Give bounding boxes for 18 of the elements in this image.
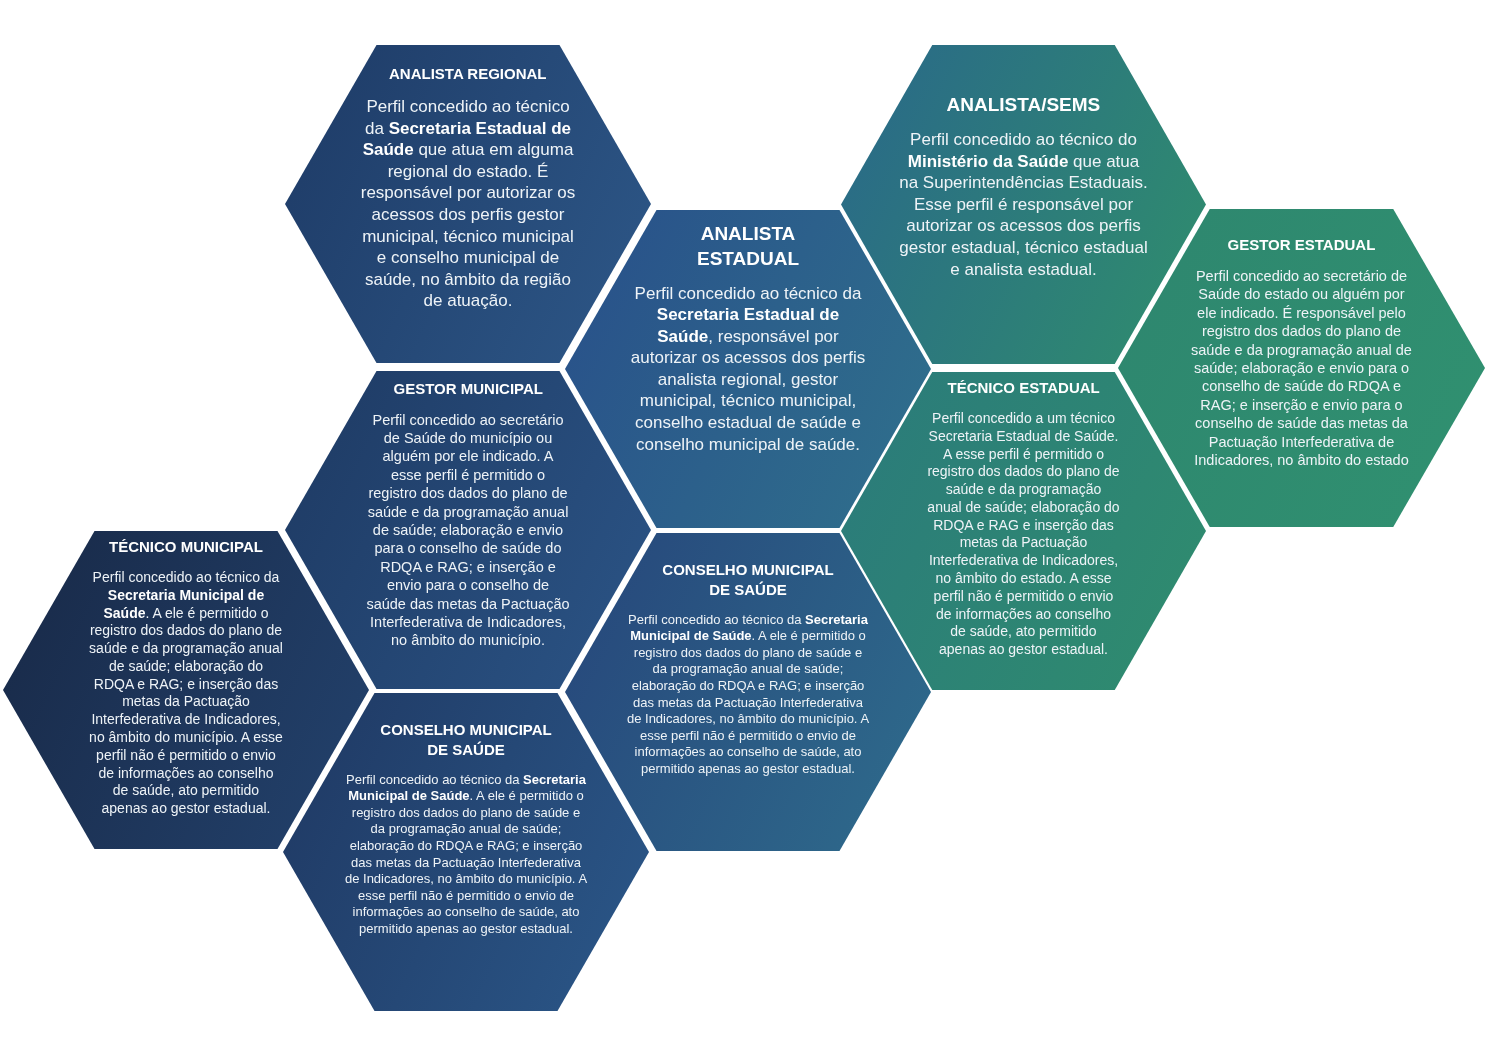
profile-title: ANALISTA/SEMS bbox=[946, 93, 1101, 117]
profile-description: Perfil concedido ao secretário de Saúde do município ou alguém por ele indicado. A esse perfil é permitido o registro dos dados do plano de saúde e da programação anual de saúde; elaboração e envio para o conselho de saúde do RDQA e RAG; e inserção e envio para o conselho de saúde das metas da Pactuação Interfederativa de Indicadores, no âmbito do município. bbox=[366, 410, 570, 650]
profile-description: Perfil concedido ao técnico da Secretaria Estadual de Saúde, responsável por autorizar os acessos dos perfis analista regional, gestor municipal, técnico municipal, conselho estadual de saúde e conselho municipal de saúde. bbox=[629, 282, 867, 456]
profile-title: ANALISTA REGIONAL bbox=[389, 64, 547, 84]
profile-title: CONSELHO MUNICIPAL DE SAÚDE bbox=[661, 559, 835, 600]
profile-title: GESTOR MUNICIPAL bbox=[393, 378, 543, 399]
profile-description: Perfil concedido ao técnico do Ministério da Saúde que atua na Superintendências Estaduais. Esse perfil é responsável por autorizar os acessos dos perfis gestor estadual, técnico estadual e analista estadual. bbox=[898, 129, 1149, 281]
profile-title: TÉCNICO ESTADUAL bbox=[947, 378, 1100, 398]
profile-title: ANALISTA ESTADUAL bbox=[695, 221, 800, 271]
profile-description: Perfil concedido a um técnico Secretaria Estadual de Saúde. A esse perfil é permitido o registro dos dados do plano de saúde e da programação anual de saúde; elaboração do RDQA e RAG e inserção das metas da Pactuação Interfederativa de Indicadores, no âmbito do estado. A esse perfil não é permitido o envio de informações ao conselho de saúde, ato permitido apenas ao gestor estadual. bbox=[927, 410, 1120, 659]
profile-description: Perfil concedido ao técnico da Secretaria Estadual de Saúde que atua em alguma regional do estado. É responsável por autorizar os acessos dos perfis gestor municipal, técnico municipal e conselho municipal de saúde, no âmbito da região de atuação. bbox=[360, 96, 576, 312]
profile-title: GESTOR ESTADUAL bbox=[1227, 235, 1376, 255]
profile-title: CONSELHO MUNICIPAL DE SAÚDE bbox=[379, 719, 553, 760]
profile-description: Perfil concedido ao técnico da Secretaria Municipal de Saúde. A ele é permitido o registro dos dados do plano de saúde e da programação anual de saúde; elaboração do RDQA e RAG; e inserção das metas da Pactuação Interfederativa de Indicadores, no âmbito do município. A esse perfil não é permitido o envio de informações ao conselho de saúde, ato permitido apenas ao gestor estadual. bbox=[89, 569, 283, 818]
profile-description: Perfil concedido ao técnico da Secretaria Municipal de Saúde. A ele é permitido o registro dos dados do plano de saúde e da programação anual de saúde; elaboração do RDQA e RAG; e inserção das metas da Pactuação Interfederativa de Indicadores, no âmbito do município. A esse perfil não é permitido o envio de informações ao conselho de saúde, ato permitido apenas ao gestor estadual. bbox=[626, 611, 870, 778]
profile-description: Perfil concedido ao técnico da Secretaria Municipal de Saúde. A ele é permitido o registro dos dados do plano de saúde e da programação anual de saúde; elaboração do RDQA e RAG; e inserção das metas da Pactuação Interfederativa de Indicadores, no âmbito do município. A esse perfil não é permitido o envio de informações ao conselho de saúde, ato permitido apenas ao gestor estadual. bbox=[344, 771, 588, 938]
profile-title: TÉCNICO MUNICIPAL bbox=[109, 537, 263, 557]
profile-description: Perfil concedido ao secretário de Saúde do estado ou alguém por ele indicado. É responsável pelo registro dos dados do plano de saúde e da programação anual de saúde; elaboração e envio para o conselho de saúde do RDQA e RAG; e inserção e envio para o conselho de saúde das metas da Pactuação Interfederativa de Indicadores, no âmbito do estado bbox=[1190, 267, 1413, 470]
